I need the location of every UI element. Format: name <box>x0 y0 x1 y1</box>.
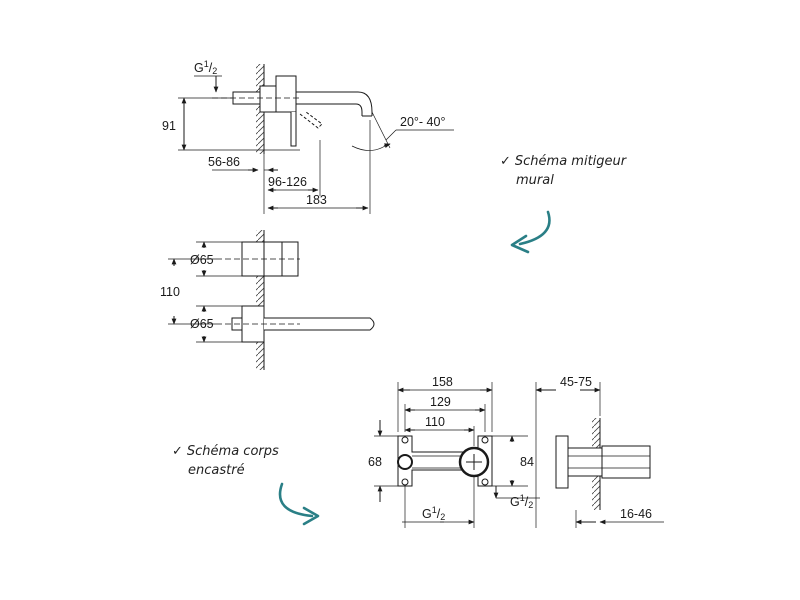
height-84-label: 84 <box>520 455 534 469</box>
diameter-top-label: Ø65 <box>190 253 214 267</box>
spacing-110-label: 110 <box>160 285 180 299</box>
height-68-label: 68 <box>368 455 382 469</box>
thread-left-label: G1/2 <box>422 505 445 522</box>
depth-56-86-label: 56-86 <box>208 155 240 169</box>
concealed-body-note-line2: encastré <box>188 463 245 478</box>
check-icon: ✓ <box>500 154 511 169</box>
curved-arrow-icon <box>278 482 314 518</box>
width-110-label: 110 <box>425 415 445 429</box>
thread-right-label: G1/2 <box>510 493 533 510</box>
wall-mixer-note: ✓Schéma mitigeur mural <box>500 152 626 190</box>
left-valve-port <box>397 454 413 470</box>
body-side-plate <box>555 435 569 489</box>
depth-96-126-label: 96-126 <box>268 175 307 189</box>
width-158-label: 158 <box>432 375 453 389</box>
inlet-pipe <box>232 91 261 105</box>
front-view-labels: Ø65 110 Ø65 <box>160 253 214 331</box>
side-view-labels: G1/2 91 56-86 96-126 183 20°- 40° <box>162 59 445 207</box>
wall-mixer-note-line2: mural <box>516 173 554 188</box>
front-spout <box>264 317 375 331</box>
angle-label: 20°- 40° <box>400 115 445 129</box>
height-91-label: 91 <box>162 119 176 133</box>
depth-label: 16-46 <box>620 507 652 521</box>
wall-range-label: 45-75 <box>560 375 592 389</box>
thread-label: G1/2 <box>194 59 217 76</box>
spout <box>296 91 373 116</box>
curved-arrow-icon <box>518 210 551 246</box>
rosette <box>259 85 277 113</box>
length-183-label: 183 <box>306 193 327 207</box>
diameter-bottom-label: Ø65 <box>190 317 214 331</box>
body-side-housing <box>601 445 651 479</box>
side-view <box>178 64 454 214</box>
lever <box>290 112 297 147</box>
body-labels: 158 129 110 68 84 G1/2 G1/2 45-75 16-46 <box>368 375 652 522</box>
body-side-view <box>535 382 664 528</box>
concealed-body-note-line1: Schéma corps <box>186 444 279 459</box>
wall-mixer-note-line1: Schéma mitigeur <box>514 154 627 169</box>
body-front-view <box>374 382 540 528</box>
concealed-body-note: ✓Schéma corps encastré <box>172 442 279 480</box>
width-129-label: 129 <box>430 395 451 409</box>
check-icon: ✓ <box>172 444 183 459</box>
front-view <box>168 230 375 370</box>
